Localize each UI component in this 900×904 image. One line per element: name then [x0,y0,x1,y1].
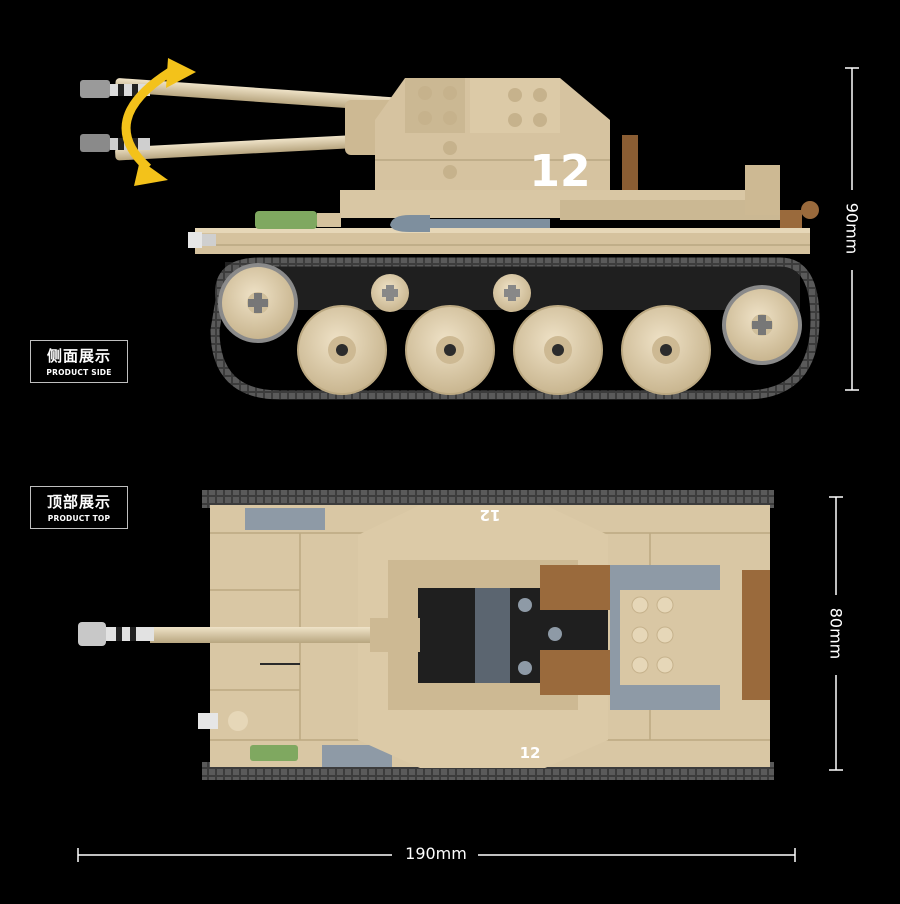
barrel-upper [115,78,415,113]
barrel-lower [115,132,415,161]
side-track [210,257,820,400]
muzzle-brake-lower [80,134,150,152]
product-top-label-en: PRODUCT TOP [47,514,111,523]
fuel-canister [255,211,317,229]
length-dimension: 190mm [405,844,467,863]
product-side-label: 侧面展示 PRODUCT SIDE [30,340,128,383]
headlight [188,232,216,248]
road-wheel [405,305,495,395]
side-view-tank: 12 [80,58,820,400]
product-side-label-en: PRODUCT SIDE [46,368,112,377]
top-barrel [150,627,380,643]
return-roller [493,274,531,312]
side-number-marking: 12 [529,146,590,197]
top-number-flipped: 12 [480,506,501,524]
road-wheel [297,305,387,395]
top-fuel-canister [250,745,298,761]
top-headlight [198,711,248,731]
top-track-upper [202,490,774,508]
dimension-lines [77,67,859,862]
road-wheel [513,305,603,395]
top-number-marking: 12 [520,744,541,762]
top-muzzle-brake [78,622,154,646]
product-side-label-cn: 侧面展示 [46,347,111,365]
top-view-tank: 12 12 [78,490,774,780]
idler-wheel [722,285,802,365]
road-wheel [621,305,711,395]
product-top-label-cn: 顶部展示 [46,493,111,511]
width-dimension: 80mm [826,607,846,660]
height-dimension: 90mm [842,202,862,255]
drive-sprocket [218,263,298,343]
rear-stowage [742,570,770,700]
antenna-post [622,135,638,193]
return-roller [371,274,409,312]
product-top-label: 顶部展示 PRODUCT TOP [30,486,128,529]
elevation-arrow-icon [121,58,196,186]
shovel-tool [390,215,550,232]
